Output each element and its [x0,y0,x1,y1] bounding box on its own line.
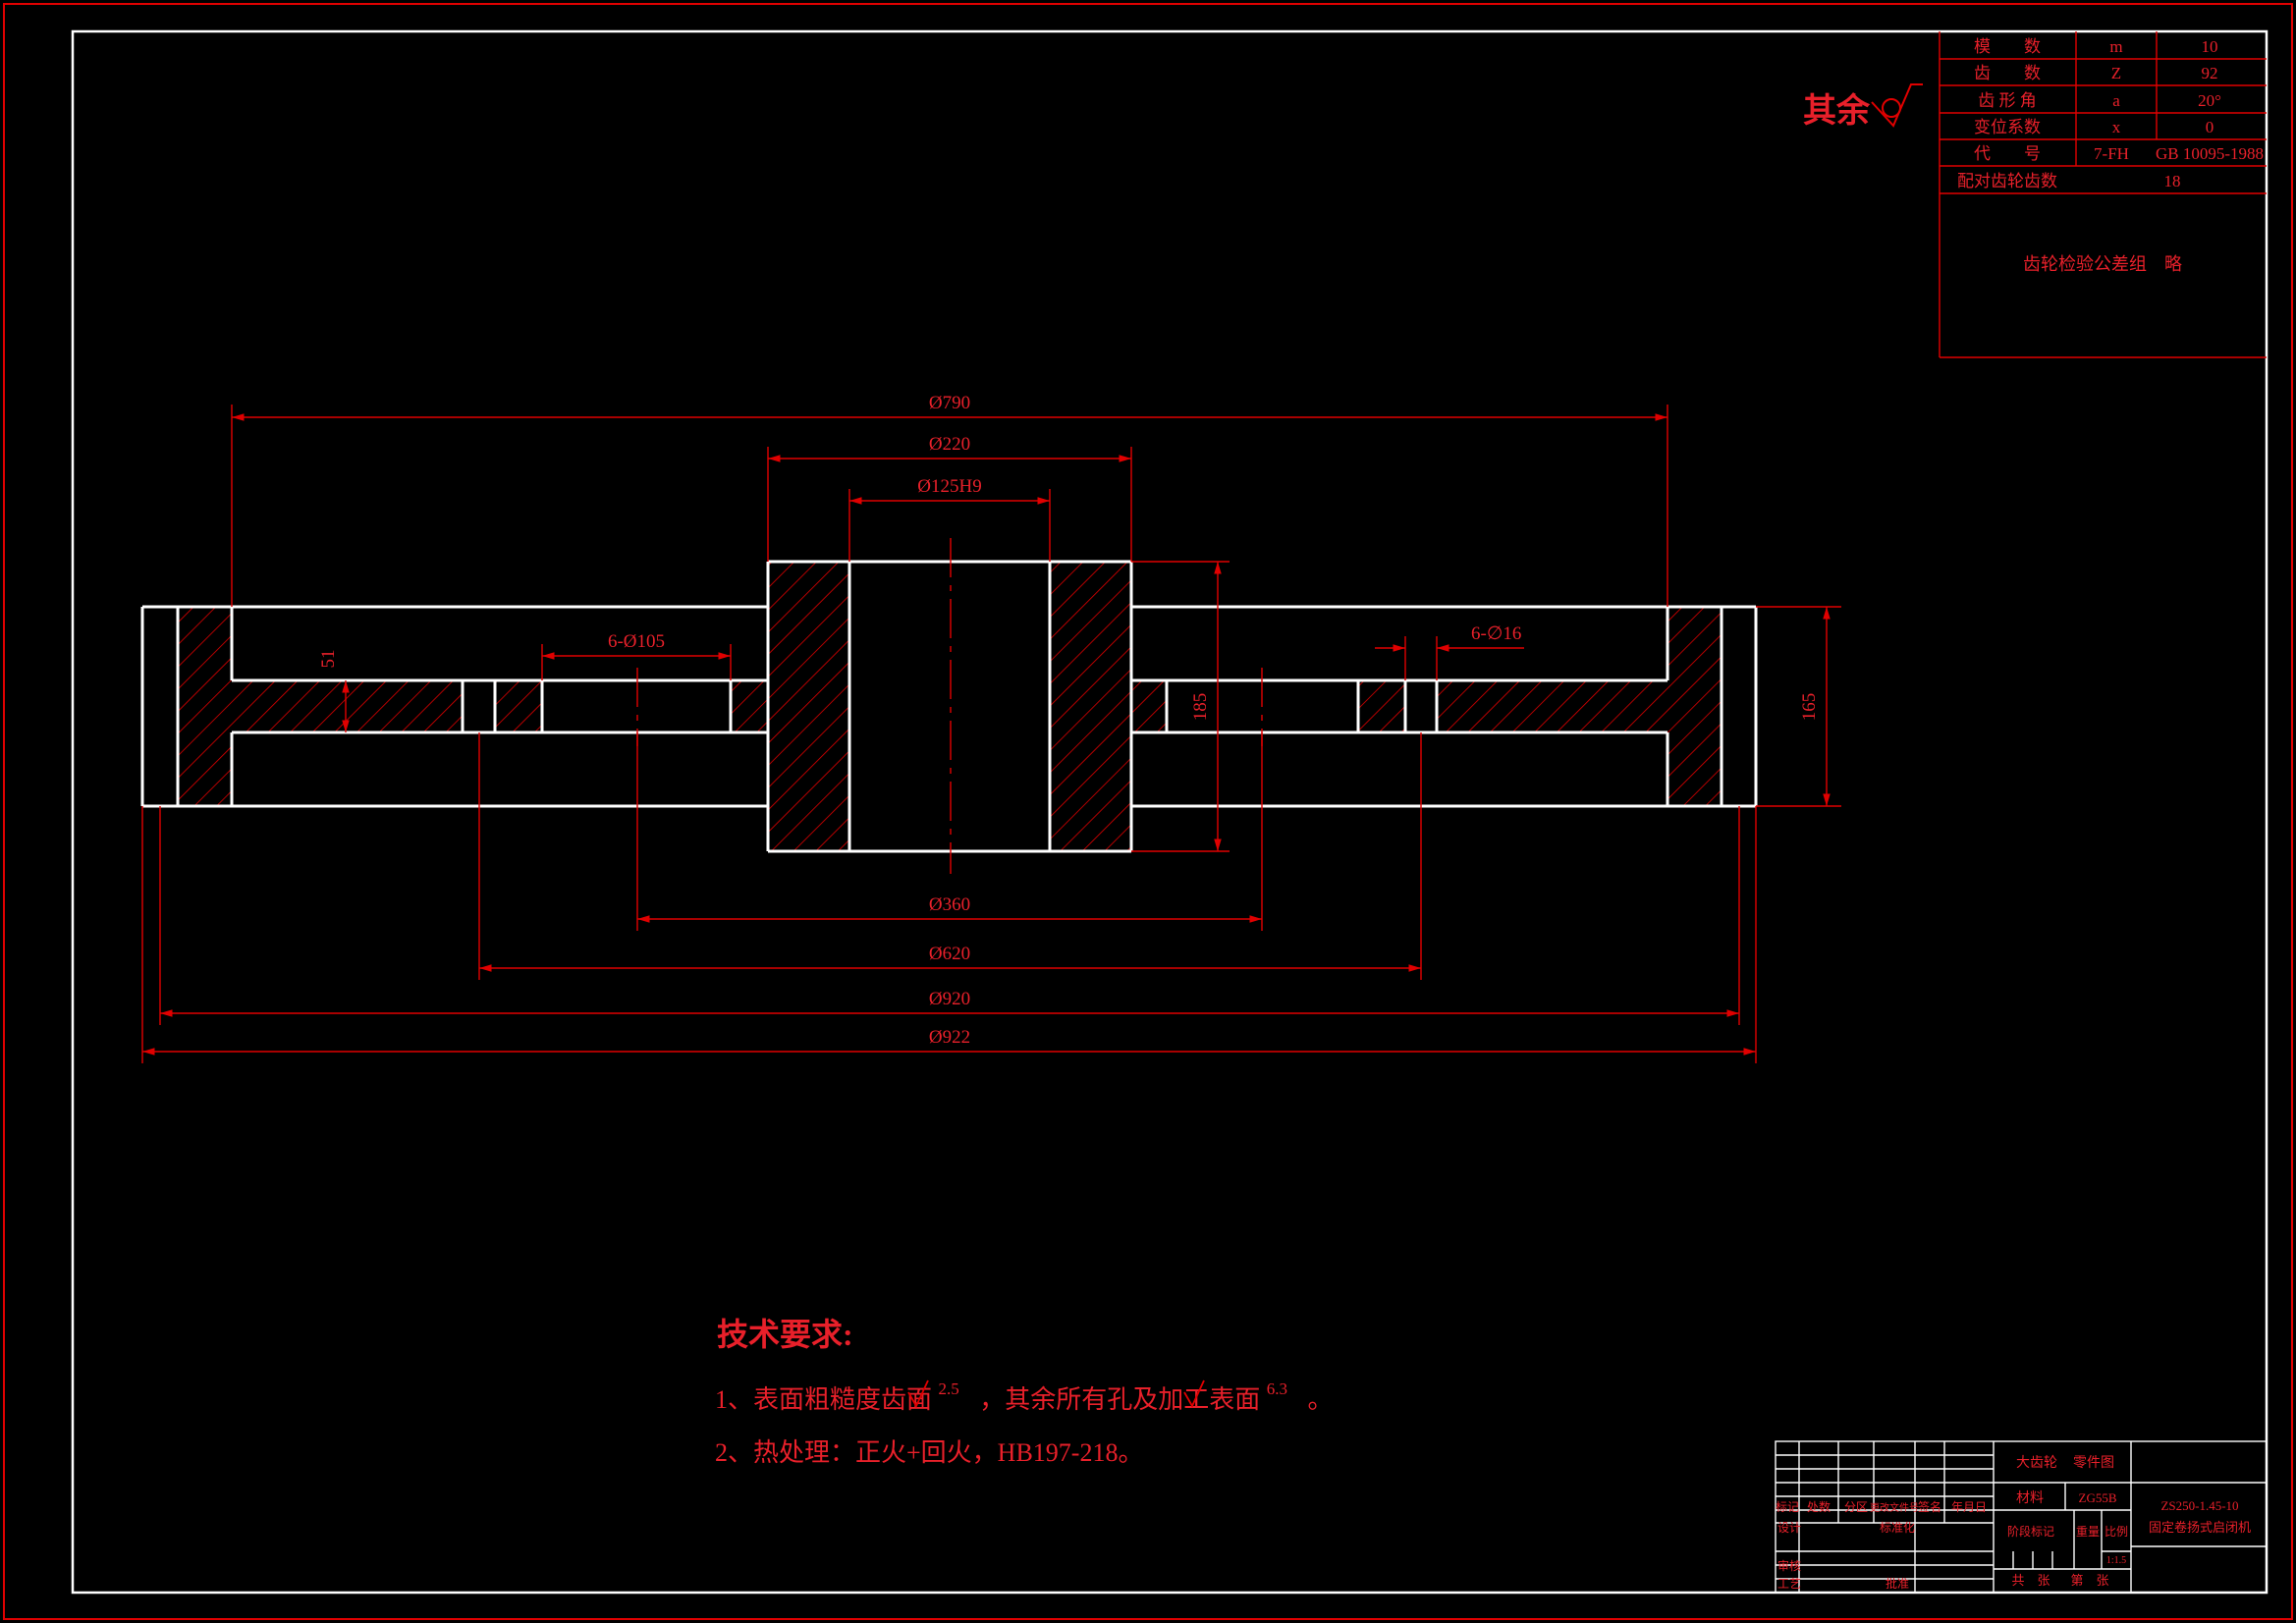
tech-title: 技术要求: [717,1317,853,1352]
dim-d220: Ø220 [929,434,970,455]
param-symbol-pressure-angle: a [2112,91,2120,110]
param-value-mating: 18 [2164,172,2181,190]
tb-weight: 重量 [2076,1525,2100,1539]
dim-d620: Ø620 [929,944,970,964]
roughness-symbol-icon [907,1380,1205,1408]
dim-d922: Ø922 [929,1027,970,1048]
param-symbol-code: 7-FH [2094,144,2129,163]
tech-line-1-middle: ，其余所有孔及加工表面 [979,1385,1260,1414]
tb-stage-mark: 阶段标记 [2007,1524,2054,1539]
dim-d920: Ø920 [929,989,970,1009]
tb-header-mark: 标记 [1776,1500,1799,1514]
dim-d125: Ø125H9 [917,476,981,497]
section-hatching [178,562,1722,851]
param-name-module: 模 数 [1974,37,2041,56]
param-name-shift: 变位系数 [1974,118,2041,136]
gear-section-outline [140,560,1758,853]
param-symbol-teeth: Z [2111,64,2121,82]
tb-scale: 1:1.5 [2106,1555,2126,1566]
param-value-pressure-angle: 20° [2198,91,2221,110]
tech-line-2: 2、热处理：正火+回火，HB197-218。 [715,1438,1143,1467]
roughness-note-label: 其余 [1803,91,1871,130]
param-name-code: 代 号 [1974,144,2041,163]
param-symbol-module: m [2109,37,2122,56]
dim-holes-large: 6-Ø105 [608,631,665,652]
gear-params-table: 模 数 m 10 齿 数 Z 92 齿 形 角 a 20° 变位系数 x 0 代… [1939,31,2267,358]
dim-d360: Ø360 [929,894,970,915]
tb-material-label: 材料 [2016,1490,2044,1506]
roughness-note: 其余 [1803,83,1923,130]
tb-header-date: 年月日 [1951,1500,1987,1514]
dim-holes-small: 6-∅16 [1471,623,1521,644]
title-block: 大齿轮 零件图 材料 ZG55B ZS250-1.45-10 固定卷扬式启闭机 … [1775,1440,2268,1594]
tb-approve: 批准 [1886,1576,1909,1591]
tb-material: ZG55B [2079,1490,2117,1505]
param-value-shift: 0 [2206,118,2214,136]
dim-d790: Ø790 [929,393,970,413]
tb-header-count: 处数 [1807,1499,1831,1514]
tb-sheet-no: 第 张 [2070,1573,2108,1588]
tech-line-1-suffix: 。 [1308,1385,1334,1414]
tb-process: 工艺 [1777,1577,1801,1591]
param-symbol-shift: x [2112,118,2121,136]
param-value-teeth: 92 [2202,64,2218,82]
tb-sheets-total: 共 张 [2011,1573,2050,1588]
tb-drawing-type: 零件图 [2073,1455,2114,1471]
roughness-value-1: 2.5 [939,1380,959,1398]
tech-line-1-prefix: 1、表面粗糙度齿面 [715,1385,932,1414]
tolerance-note: 齿轮检验公差组 略 [2023,254,2182,274]
tb-standardize: 标准化 [1880,1521,1915,1535]
dim-hub-width: 185 [1190,693,1211,722]
tb-review: 审核 [1777,1558,1801,1573]
tech-requirements: 技术要求: 1、表面粗糙度齿面 2.5 ，其余所有孔及加工表面 6.3 。 2、… [715,1317,1334,1467]
dimension-lines [141,405,1841,1063]
tech-line-1: 1、表面粗糙度齿面 2.5 ，其余所有孔及加工表面 6.3 。 [715,1372,1334,1414]
param-name-pressure-angle: 齿 形 角 [1978,91,2037,110]
param-name-mating: 配对齿轮齿数 [1957,172,2057,190]
outer-frame [3,3,2293,1620]
tb-design: 设计 [1777,1521,1801,1535]
tb-header-zone: 分区 [1844,1500,1868,1514]
machined-surface-roughness-icon [1871,83,1923,128]
dim-rim-width: 165 [1799,693,1820,722]
tb-header-doc: 更改文件号 [1870,1501,1919,1514]
dim-rim-thickness: 51 [318,650,339,669]
param-value-module: 10 [2202,37,2218,56]
tb-product-name: 固定卷扬式启闭机 [2149,1520,2251,1535]
tb-part-name: 大齿轮 [2016,1455,2057,1471]
param-value-code: GB 10095-1988 [2156,144,2264,163]
inner-frame [71,29,2269,1595]
roughness-value-2: 6.3 [1267,1380,1287,1398]
tb-header-sign: 签名 [1918,1499,1941,1514]
tb-drawing-no: ZS250-1.45-10 [2160,1498,2238,1513]
param-name-teeth: 齿 数 [1974,64,2041,82]
dimension-texts: Ø790 Ø220 Ø125H9 6-Ø105 6-∅16 51 185 165… [318,393,1820,1048]
tb-scale-label: 比例 [2105,1525,2128,1539]
